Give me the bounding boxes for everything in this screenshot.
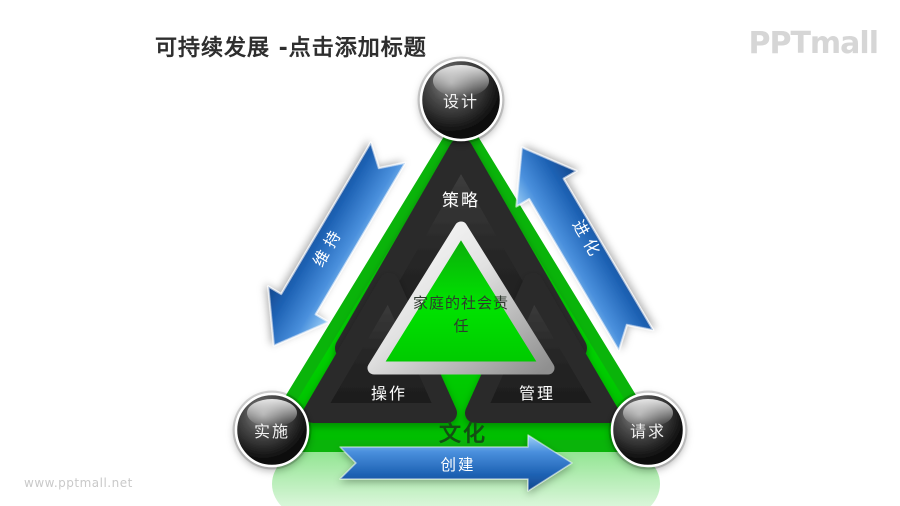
watermark-url: www.pptmall.net: [24, 476, 133, 490]
arrow-maintain: [267, 141, 407, 347]
sphere-request-highlight: [623, 399, 673, 427]
sphere-design-highlight: [433, 65, 489, 97]
sphere-request: 请求: [608, 390, 688, 470]
sphere-design: 设计: [417, 56, 505, 144]
arrow-evolve: [515, 146, 655, 352]
sphere-design-shadow-ring: [417, 56, 505, 144]
sphere-implement-shadow-ring: [232, 390, 312, 470]
pptmall-logo: PPTmall: [748, 26, 879, 61]
center-triangle-ring: [367, 221, 555, 375]
operation-label: 操作: [371, 384, 407, 403]
culture-label: 文化: [439, 421, 487, 447]
implement-label: 实施: [254, 422, 290, 441]
arrow-evolve-shape: [515, 146, 655, 352]
center-responsibility-line2: 任: [453, 317, 468, 335]
sphere-implement: 实施: [232, 390, 312, 470]
slide-title: 可持续发展 -点击添加标题: [155, 36, 427, 61]
request-label: 请求: [630, 422, 666, 441]
create-label: 创建: [440, 456, 475, 474]
center-responsibility-line1: 家庭的社会责: [413, 294, 509, 312]
strategy-label: 策略: [442, 191, 480, 211]
management-label: 管理: [519, 384, 555, 403]
design-label: 设计: [443, 92, 479, 111]
arrow-maintain-shape: [267, 141, 407, 347]
sphere-implement-highlight: [247, 399, 297, 427]
arrow-create: [339, 434, 573, 492]
arrow-create-shape: [339, 434, 573, 492]
sphere-request-shadow-ring: [608, 390, 688, 470]
